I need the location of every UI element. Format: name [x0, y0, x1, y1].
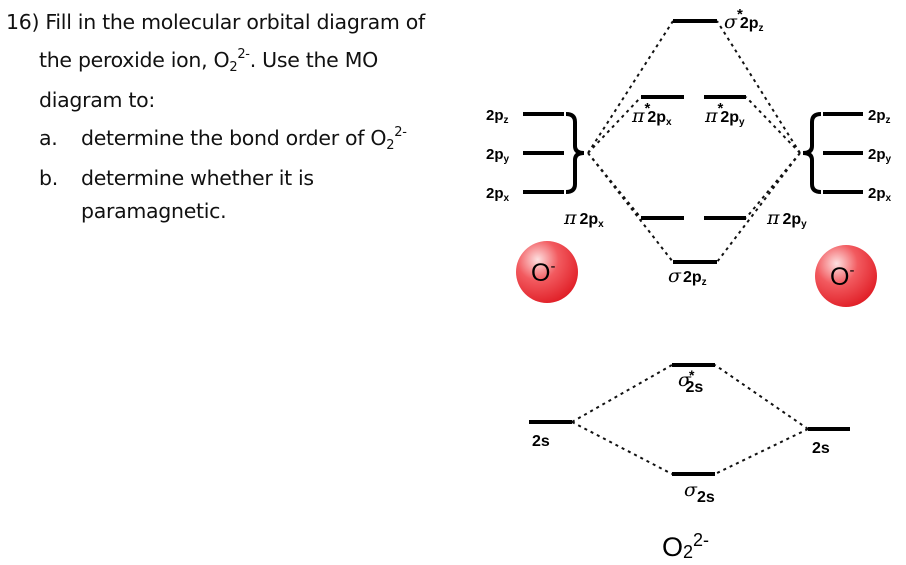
question-line-1: 16) Fill in the molecular orbital diagra…	[6, 6, 425, 39]
right-brace	[802, 112, 822, 194]
question-text-line: Fill in the molecular orbital diagram of	[45, 10, 425, 34]
question-item-b: b. determine whether it is	[6, 162, 425, 195]
question-item-b-cont: paramagnetic.	[6, 195, 425, 228]
text: the peroxide ion, O	[39, 47, 230, 72]
right-2px-label: 2px	[868, 185, 892, 204]
molecule-label: O22-	[662, 530, 709, 562]
left-2px-label: 2px	[486, 185, 510, 204]
item-label: b.	[39, 166, 58, 190]
right-2py-label: 2py	[868, 146, 892, 165]
item-text: determine the bond order of O	[81, 125, 387, 150]
question-line-2: the peroxide ion, O22-. Use the MO	[6, 39, 425, 85]
sigma-star-2s-label: σ*2s	[678, 367, 703, 396]
question-item-a: a. determine the bond order of O22-	[6, 117, 425, 163]
item-label: a.	[39, 125, 58, 150]
question-text: 16) Fill in the molecular orbital diagra…	[6, 6, 425, 227]
item-text: determine whether it is	[81, 166, 314, 190]
question-number: 16)	[6, 10, 40, 34]
left-2p-dashes	[587, 20, 674, 263]
right-2s-label: 2s	[812, 440, 830, 457]
question-line-3: diagram to:	[6, 84, 425, 117]
left-brace	[565, 112, 585, 194]
subscript: 2	[386, 137, 395, 153]
pi-star-2px-label: π*2px	[631, 100, 672, 128]
left-atom-label: O-	[531, 258, 555, 287]
left-oxygen-atom	[516, 241, 578, 303]
right-2pz-label: 2pz	[868, 107, 891, 126]
left-2pz-label: 2pz	[486, 107, 509, 126]
superscript: 2-	[394, 124, 407, 140]
left-2py-label: 2py	[486, 146, 510, 165]
right-2p-dashes	[716, 20, 801, 263]
correlation-lines	[571, 20, 809, 475]
right-2s-dashes	[714, 364, 809, 475]
text: . Use the MO	[249, 47, 379, 72]
right-oxygen-atom	[815, 245, 877, 307]
item-text: paramagnetic.	[81, 198, 227, 223]
pi-star-2py-label: π*2py	[704, 100, 745, 128]
text: diagram to:	[39, 88, 155, 112]
left-2s-label: 2s	[532, 433, 550, 450]
energy-levels	[523, 19, 863, 476]
left-2s-dashes	[571, 364, 673, 475]
subscript: 2	[229, 59, 238, 75]
right-atom-label: O-	[830, 262, 854, 291]
sigma-star-2pz-label: σ*2pz	[724, 6, 764, 34]
sigma-2s-label: σ2s	[684, 479, 715, 506]
superscript: 2-	[237, 46, 250, 62]
